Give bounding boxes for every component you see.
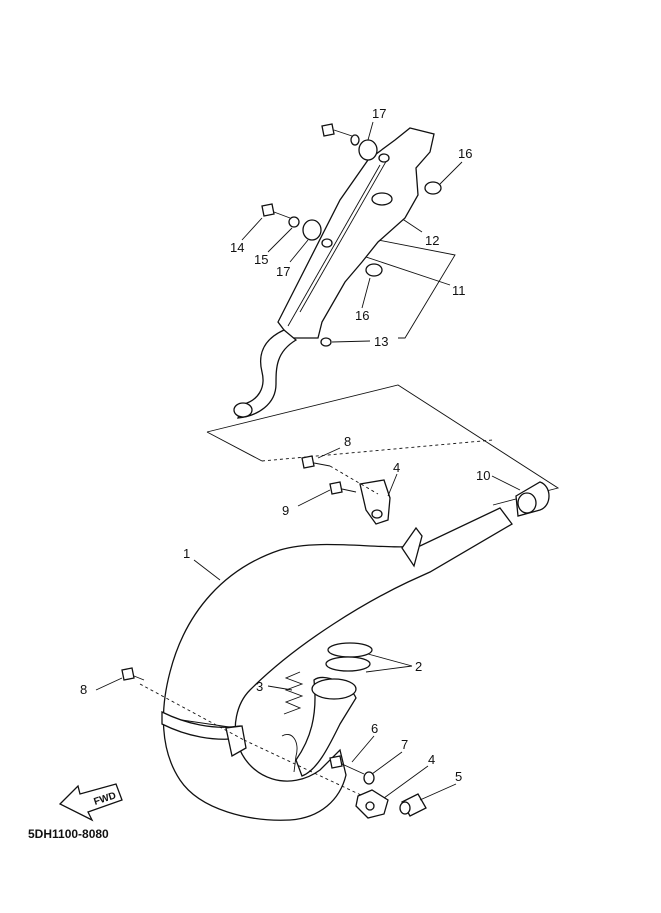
leader-6 <box>351 735 375 763</box>
silencer-ridge <box>299 157 389 313</box>
callout-1: 1 <box>183 546 190 561</box>
grommet-16-upper <box>424 181 442 195</box>
pipe-mount-axis-2 <box>243 739 381 805</box>
callout-17-lower: 17 <box>276 264 290 279</box>
fwd-arrow: FWD <box>58 783 123 822</box>
silencer-hole <box>371 192 393 206</box>
callout-8-lower: 8 <box>80 682 87 697</box>
silencer-mount-lower <box>321 238 333 248</box>
bracket-assembly <box>297 447 398 525</box>
reference-plane-dash <box>261 439 494 462</box>
callout-16-lower: 16 <box>355 308 369 323</box>
callout-8-upper: 8 <box>344 434 351 449</box>
bolt-8-lower <box>121 667 145 681</box>
leader-10 <box>491 475 521 491</box>
callout-6: 6 <box>371 721 378 736</box>
exhaust-pipe-body <box>162 507 513 821</box>
silencer-mount-upper <box>378 153 390 163</box>
o-ring-2-upper <box>327 642 373 658</box>
diagram-code: 5DH1100-8080 <box>28 827 109 841</box>
leader-5 <box>419 783 457 801</box>
leader-2a <box>367 653 413 667</box>
callout-17-upper: 17 <box>372 106 386 121</box>
callout-11: 11 <box>452 283 466 298</box>
leader-17b <box>289 239 309 263</box>
silencer-body <box>277 127 435 339</box>
leader-4a <box>387 473 398 497</box>
leader-3 <box>267 685 293 691</box>
leader-1 <box>193 559 221 581</box>
frame-line-11 <box>377 239 456 339</box>
screw-13 <box>320 337 332 347</box>
leader-7 <box>371 751 403 775</box>
tail-pipe-end <box>233 402 253 418</box>
bolt-6 <box>329 755 365 775</box>
bolt-9 <box>329 481 357 495</box>
leader-8a <box>317 447 341 459</box>
bolt-8-upper <box>301 455 331 469</box>
leader-4b <box>383 765 429 799</box>
leader-17a <box>367 121 374 141</box>
bolt-14 <box>261 203 322 241</box>
bracket-hole <box>371 509 383 519</box>
pipe-inlet-mouth <box>311 678 357 700</box>
collar-5-end <box>399 801 411 815</box>
callout-4-upper: 4 <box>393 460 400 475</box>
exhaust-pipe-assembly <box>95 507 513 821</box>
silencer-ridge-2 <box>287 164 381 327</box>
leader-15 <box>267 227 293 253</box>
callout-labels: 17 16 12 14 15 17 11 16 13 8 4 10 9 1 2 … <box>80 106 490 784</box>
leader-16b <box>361 277 371 309</box>
silencer-assembly <box>233 121 463 419</box>
o-ring-2-lower <box>325 656 371 672</box>
leader-13 <box>331 340 371 343</box>
grommet-16-lower <box>365 263 383 277</box>
leader-8b <box>95 677 123 691</box>
callout-14: 14 <box>230 240 244 255</box>
callout-7: 7 <box>401 737 408 752</box>
washer-7 <box>363 771 375 785</box>
bracket-4-lower-hole <box>365 801 375 811</box>
damper-10 <box>491 475 550 517</box>
bolt-17-upper <box>321 123 378 161</box>
leader-14 <box>241 217 263 241</box>
callout-15: 15 <box>254 252 268 267</box>
callout-4-lower: 4 <box>428 752 435 767</box>
leader-9 <box>297 489 331 507</box>
spring-3 <box>283 671 304 715</box>
callout-5: 5 <box>455 769 462 784</box>
reference-plane-left <box>206 431 263 462</box>
pipe-stay <box>401 526 423 568</box>
pipe-hook <box>281 734 298 773</box>
callout-3: 3 <box>256 679 263 694</box>
callout-2: 2 <box>415 659 422 674</box>
leader-16a <box>439 161 463 185</box>
leader-2b <box>365 665 413 673</box>
callout-16-upper: 16 <box>458 146 472 161</box>
callout-12: 12 <box>425 233 439 248</box>
silencer-tail-pipe <box>236 329 298 419</box>
callout-9: 9 <box>282 503 289 518</box>
callout-13: 13 <box>374 334 388 349</box>
pipe-mount-axis <box>139 683 245 741</box>
callout-10: 10 <box>476 468 490 483</box>
